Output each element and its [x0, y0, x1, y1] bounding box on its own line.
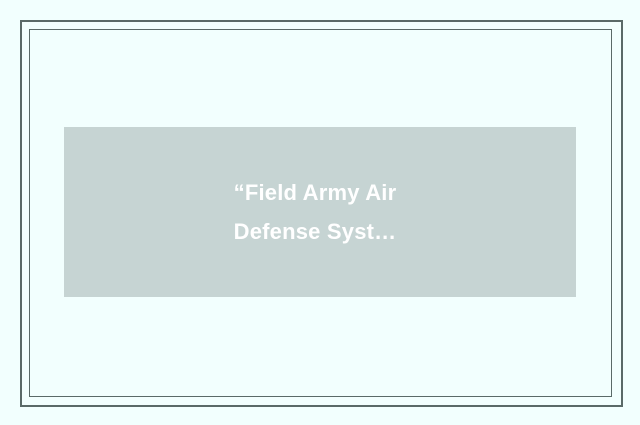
- outer-frame: [20, 20, 623, 407]
- title-card[interactable]: “Field Army Air Defense Syst…: [64, 127, 576, 297]
- card-title: “Field Army Air Defense Syst…: [233, 180, 397, 244]
- inner-frame: [29, 29, 612, 397]
